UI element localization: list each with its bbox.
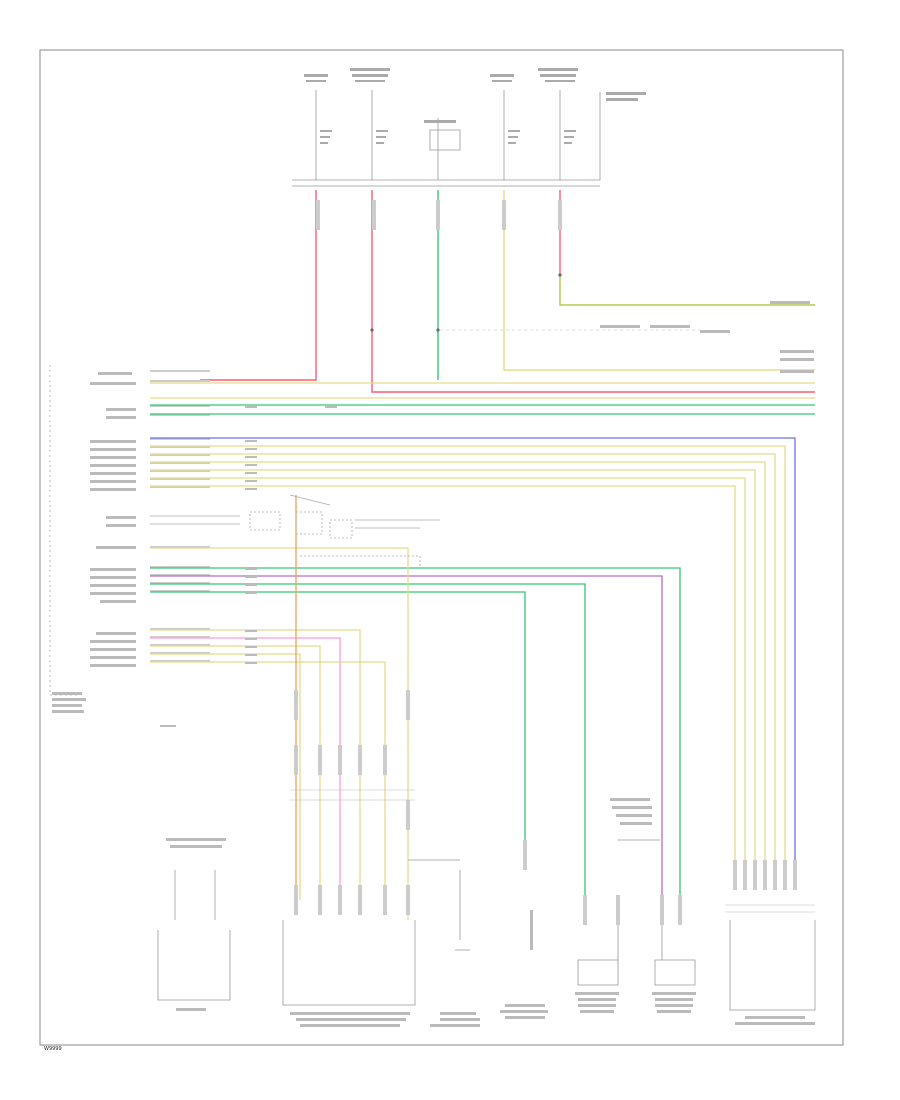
wire-olive-1 bbox=[559, 275, 815, 306]
bottom-labels bbox=[166, 798, 815, 1027]
diagram-frame bbox=[39, 49, 844, 1046]
wire-dots bbox=[370, 273, 562, 332]
footer-code: W9999 bbox=[44, 1046, 62, 1052]
bus-wires bbox=[150, 382, 815, 920]
fuse-block bbox=[292, 90, 601, 187]
connector-dividers bbox=[290, 789, 815, 913]
mid-switch-cluster bbox=[150, 494, 440, 568]
module-left-border bbox=[49, 365, 80, 696]
bus-wire-labels bbox=[245, 301, 814, 664]
wire-red-2 bbox=[371, 190, 815, 393]
wire-yellow-1 bbox=[503, 190, 815, 371]
wire-red-1 bbox=[200, 190, 317, 381]
vertical-wire-labels bbox=[294, 200, 797, 925]
module-pin-labels bbox=[52, 372, 176, 727]
module-pin-marks bbox=[150, 370, 210, 662]
fuse-labels bbox=[304, 68, 646, 144]
bottom-connectors bbox=[157, 839, 816, 1011]
feed-wires bbox=[200, 190, 815, 393]
